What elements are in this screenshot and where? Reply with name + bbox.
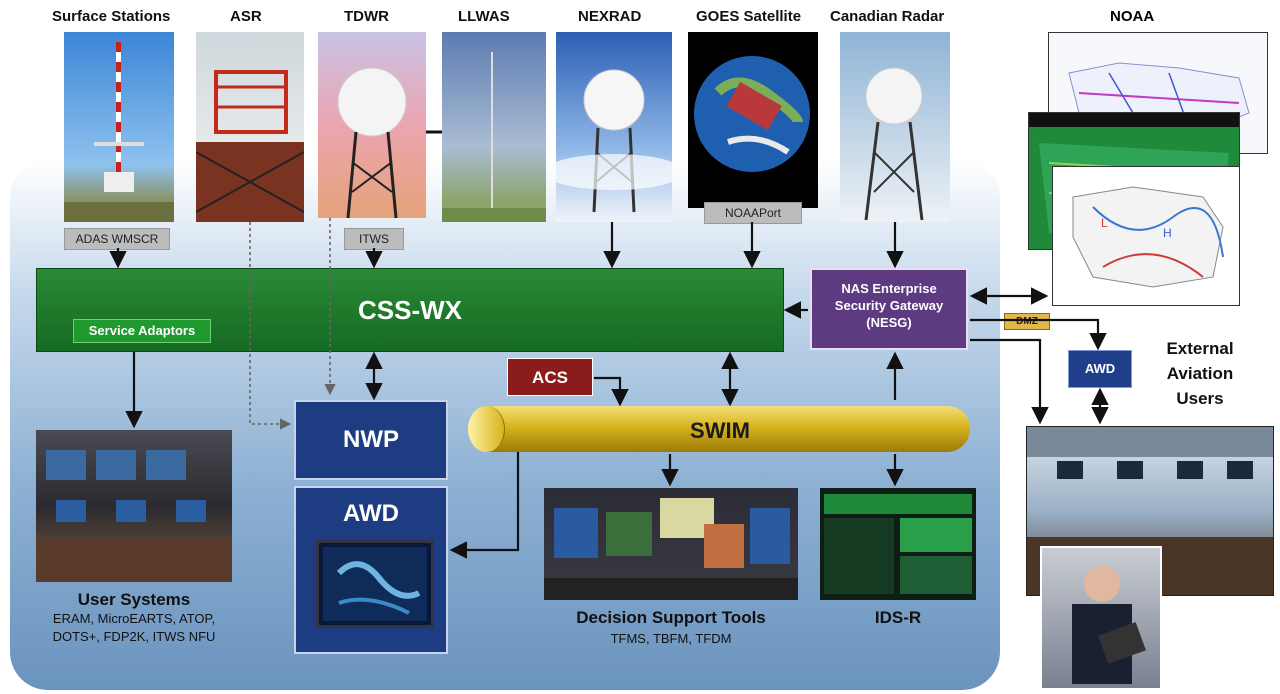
awd-external-block: AWD bbox=[1068, 350, 1132, 388]
canadian-radar-photo bbox=[840, 32, 950, 222]
label-asr: ASR bbox=[230, 8, 262, 25]
external-aviation-users: External Aviation Users bbox=[1150, 336, 1250, 411]
arrow-acs-swim bbox=[594, 376, 629, 407]
label-canadian-radar: Canadian Radar bbox=[830, 8, 945, 25]
dst-title: Decision Support Tools bbox=[576, 608, 766, 627]
swim-title: SWIM bbox=[690, 418, 750, 443]
idsr-title: IDS-R bbox=[874, 608, 922, 627]
nesg-line-3: (NESG) bbox=[866, 315, 912, 330]
pilot-photo bbox=[1040, 546, 1162, 690]
external-line-3: Users bbox=[1176, 389, 1224, 408]
surface-station-photo bbox=[64, 32, 174, 222]
svg-text:H: H bbox=[1163, 226, 1172, 240]
user-systems-title: User Systems bbox=[77, 590, 191, 609]
label-noaa: NOAA bbox=[1110, 8, 1155, 25]
user-systems-list-2: DOTS+, FDP2K, ITWS NFU bbox=[52, 629, 216, 644]
nwp-block: NWP bbox=[294, 400, 448, 480]
svg-text:L: L bbox=[1101, 216, 1108, 230]
arrow-dmz-awd bbox=[970, 318, 1107, 351]
label-nexrad: NEXRAD bbox=[578, 8, 642, 25]
service-adaptors: Service Adaptors bbox=[73, 319, 211, 343]
nexrad-photo bbox=[556, 32, 672, 222]
llwas-photo bbox=[442, 32, 546, 222]
awd-title: AWD bbox=[343, 500, 399, 527]
csswx-block: CSS-WX Service Adaptors bbox=[36, 268, 784, 352]
dotted-asr-nwp bbox=[249, 222, 292, 430]
nesg-line-2: Security Gateway bbox=[834, 298, 944, 313]
dst-list: TFMS, TBFM, TFDM bbox=[610, 631, 732, 646]
swim-bus bbox=[468, 406, 970, 452]
noaaport-tag: NOAAPort bbox=[704, 202, 802, 224]
goes-photo bbox=[688, 32, 818, 208]
dst-photo bbox=[544, 488, 798, 600]
acs-block: ACS bbox=[507, 358, 593, 396]
awd-block: AWD bbox=[294, 486, 448, 654]
user-systems-list-1: ERAM, MicroEARTS, ATOP, bbox=[52, 611, 216, 626]
tdwr-photo bbox=[318, 32, 426, 218]
label-surface-stations: Surface Stations bbox=[52, 8, 171, 25]
arrow-nesg-tower bbox=[970, 338, 1049, 425]
dmz-tag: DMZ bbox=[1004, 313, 1050, 330]
awd-screen bbox=[316, 540, 434, 628]
idsr-photo bbox=[820, 488, 976, 600]
label-tdwr: TDWR bbox=[344, 8, 389, 25]
nesg-line-1: NAS Enterprise bbox=[841, 281, 937, 296]
asr-photo bbox=[196, 32, 304, 222]
nesg-block: NAS Enterprise Security Gateway (NESG) bbox=[810, 268, 968, 350]
arrow-swim-awd bbox=[449, 452, 520, 559]
label-goes: GOES Satellite bbox=[696, 8, 802, 25]
label-llwas: LLWAS bbox=[458, 8, 510, 25]
user-systems-photo bbox=[36, 430, 232, 582]
external-line-1: External bbox=[1166, 339, 1234, 358]
swim-bus-cap bbox=[468, 406, 505, 452]
external-line-2: Aviation bbox=[1166, 364, 1234, 383]
csswx-title: CSS-WX bbox=[358, 295, 462, 325]
